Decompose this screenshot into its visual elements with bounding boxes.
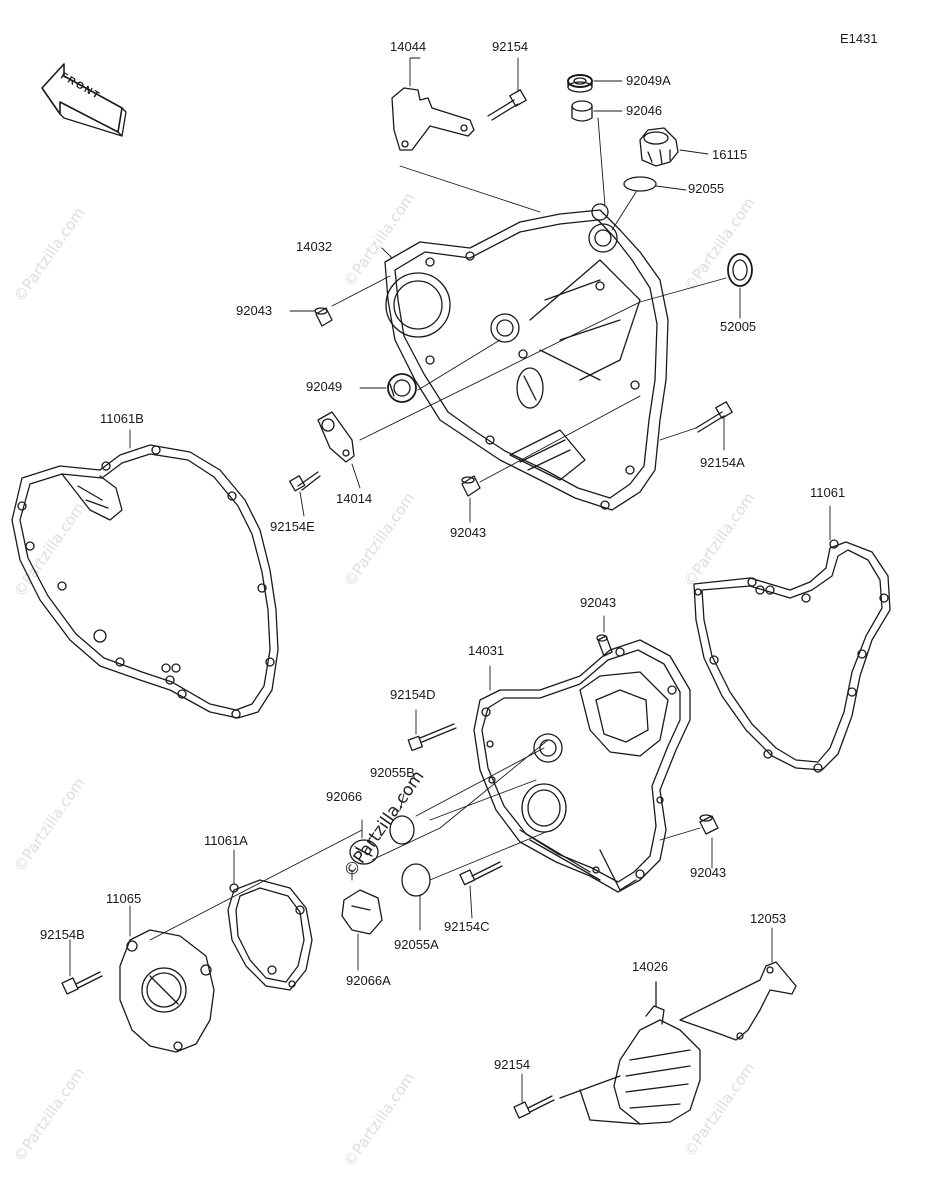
dowel-92043-lower-top: [596, 615, 613, 657]
cover-11065: [119, 905, 215, 1053]
label-16115: 16115: [712, 147, 748, 162]
label-92154D: 92154D: [390, 687, 436, 702]
o-ring-92055A: [401, 863, 431, 897]
label-14031: 14031: [468, 643, 505, 658]
label-92043: 92043: [236, 303, 273, 318]
bolt-92154B: [61, 939, 103, 995]
diagram-code: E1431: [840, 31, 878, 46]
bolt-92154E: [289, 471, 321, 492]
guard-14026: [613, 1005, 701, 1125]
plug-92066: [349, 839, 379, 865]
dowel-92043-mid: [461, 475, 481, 497]
bolt-92154D: [407, 709, 457, 752]
label-92046: 92046: [626, 103, 663, 118]
dowel-92043-right: [699, 814, 719, 835]
dowel-92043-upper: [314, 307, 333, 327]
label-92154: 92154: [494, 1057, 531, 1072]
label-92049A: 92049A: [626, 73, 671, 88]
seal-92049: [387, 373, 417, 403]
o-ring-92055B: [389, 815, 415, 845]
label-92055: 92055: [688, 181, 725, 196]
label-11065: 11065: [106, 891, 142, 906]
label-92055A: 92055A: [394, 937, 439, 952]
label-52005: 52005: [720, 319, 757, 334]
bearing-92046: [571, 100, 593, 122]
leader-lines-lower: [149, 739, 713, 971]
label-92154E: 92154E: [270, 519, 315, 534]
o-ring-92055: [623, 176, 657, 192]
label-92154C: 92154C: [444, 919, 490, 934]
label-11061A: 11061A: [204, 833, 248, 848]
front-arrow-icon: [41, 63, 127, 137]
seal-52005: [727, 253, 753, 287]
bolt-92154A: [695, 401, 733, 433]
generator-cover-14031: [473, 639, 691, 893]
label-11061: 11061: [810, 485, 846, 500]
label-92043: 92043: [580, 595, 617, 610]
bolt-92154C: [459, 861, 503, 886]
label-92066: 92066: [326, 789, 363, 804]
label-92043: 92043: [690, 865, 727, 880]
label-92066A: 92066A: [346, 973, 391, 988]
gasket-11061B: [11, 429, 279, 719]
label-92055B: 92055B: [370, 765, 415, 780]
gasket-11061A: [227, 849, 313, 991]
clutch-cover-14032: [384, 203, 669, 511]
label-92154: 92154: [492, 39, 529, 54]
bracket-12053: [679, 927, 797, 1041]
gasket-11061: [693, 505, 891, 773]
label-14014: 14014: [336, 491, 373, 506]
plug-92066A: [341, 889, 383, 935]
label-92043: 92043: [450, 525, 487, 540]
bracket-14044: [391, 87, 475, 151]
bolt-92154-bottom: [513, 981, 657, 1125]
label-12053: 12053: [750, 911, 787, 926]
label-92154B: 92154B: [40, 927, 85, 942]
leader-lines-upper: [289, 57, 741, 523]
label-14044: 14044: [390, 39, 427, 54]
label-11061B: 11061B: [100, 411, 144, 426]
label-14032: 14032: [296, 239, 333, 254]
seal-92049A: [567, 74, 593, 93]
bolt-92154-top: [487, 89, 527, 121]
oil-cap-16115: [639, 127, 679, 167]
label-92154A: 92154A: [700, 455, 745, 470]
label-14026: 14026: [632, 959, 669, 974]
plate-14014: [317, 411, 355, 463]
label-92049: 92049: [306, 379, 343, 394]
